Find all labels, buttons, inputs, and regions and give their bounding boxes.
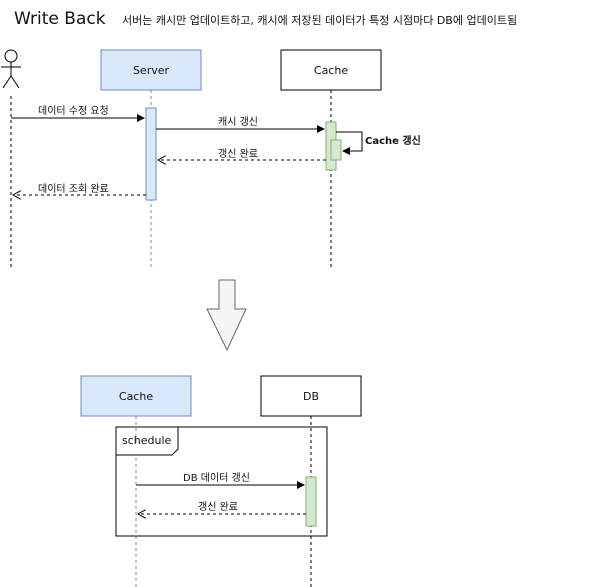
user-actor-icon [1, 49, 21, 89]
transition-down-arrow-icon [206, 279, 247, 352]
self-update-arrow [336, 131, 363, 155]
server-participant-label: Server [132, 63, 170, 77]
schedule-frame-label: schedule [122, 434, 172, 447]
cache-self-activation [330, 139, 342, 161]
db-participant-box [260, 375, 362, 417]
diagram-title: Write Back [14, 9, 106, 29]
bottom-cache-participant-label: Cache [118, 389, 154, 403]
bottom-update-done-label: 갱신 완료 [198, 502, 238, 513]
query-done-label: 데이터 조회 완료 [38, 184, 109, 195]
cache-participant-box [280, 49, 382, 91]
schedule-frame-tab [116, 427, 179, 456]
db-activation [305, 476, 317, 527]
schedule-frame [115, 426, 328, 537]
cache-update-label: 캐시 갱신 [218, 117, 258, 128]
db-update-label: DB 데이터 갱신 [183, 473, 250, 484]
request-label: 데이터 수정 요청 [38, 106, 109, 117]
server-participant-box [100, 49, 202, 91]
server-activation [145, 107, 157, 201]
diagram-subtitle: 서버는 캐시만 업데이트하고, 캐시에 저장된 데이터가 특정 시점마다 DB에… [122, 14, 518, 27]
cache-participant-label: Cache [313, 63, 349, 77]
db-participant-label: DB [302, 389, 320, 403]
update-done-label: 갱신 완료 [218, 149, 258, 160]
bottom-cache-participant-box [80, 375, 192, 417]
self-update-label: Cache 갱신 [365, 136, 421, 147]
